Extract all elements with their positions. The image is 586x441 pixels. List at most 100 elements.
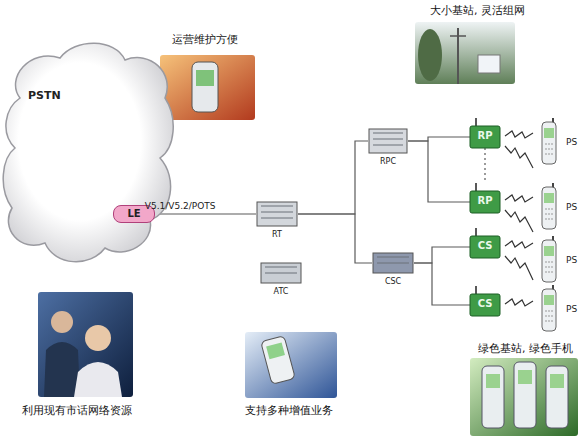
phone-body <box>261 336 296 385</box>
base-station-box <box>470 191 500 213</box>
equipment-slot <box>373 139 403 140</box>
handset-keys <box>545 214 553 215</box>
handset-screen <box>544 193 554 203</box>
phone-node: PS <box>536 285 582 333</box>
phone-node: PS <box>536 118 582 166</box>
handset-body <box>542 122 556 164</box>
node-label: RP <box>470 131 500 141</box>
radio-bolt <box>505 256 533 280</box>
handset-body <box>542 187 556 229</box>
person-head <box>51 311 73 333</box>
rack-node: ATC <box>260 262 302 298</box>
bs-node: RP <box>470 118 500 148</box>
handset-keys <box>545 209 553 210</box>
node-label: PS <box>566 256 577 265</box>
equipment-slot <box>373 145 403 146</box>
handset-icon <box>536 183 562 231</box>
radio-bolt <box>505 299 533 306</box>
equipment-icon <box>368 128 408 154</box>
connector-line <box>414 247 470 263</box>
radio-bolt <box>505 195 533 202</box>
equipment-slot <box>261 206 293 207</box>
phone-body <box>546 366 568 428</box>
connector-line <box>414 263 470 305</box>
handset-screen <box>544 246 554 256</box>
antenna-line <box>475 118 477 126</box>
cloud-outline <box>0 38 178 270</box>
phone-body <box>514 362 536 428</box>
equipment-slot <box>377 257 409 258</box>
equipment-slot <box>261 218 293 219</box>
handset-keys <box>545 311 553 312</box>
antenna-line <box>475 286 477 294</box>
equipment-slot <box>265 267 297 268</box>
photo-green-phones <box>470 358 578 436</box>
equipment-case <box>261 263 301 283</box>
bs-node: RP <box>470 183 500 213</box>
connector-line <box>484 148 485 183</box>
node-label: RT <box>256 231 298 239</box>
cloud-node: PSTNLE <box>0 38 178 270</box>
person-body <box>74 362 122 397</box>
person-body <box>44 342 80 397</box>
photo-background <box>470 358 578 436</box>
phone-node: PS <box>536 236 582 284</box>
base-station-box <box>470 294 500 316</box>
handset-body <box>542 289 556 331</box>
radio-bolt <box>505 131 533 138</box>
bs-node: CS <box>470 228 500 258</box>
rack-node: RPC <box>368 128 408 168</box>
node-label: RP <box>470 196 500 206</box>
photo-value-added <box>245 332 337 398</box>
radio-bolt <box>505 210 533 232</box>
equipment-slot <box>261 212 293 213</box>
connector-line <box>298 214 372 263</box>
node-label: PS <box>566 138 577 147</box>
base-station-box <box>470 236 500 258</box>
photo-caption: 利用现有市话网络资源 <box>22 405 132 416</box>
node-label: PSTN <box>28 90 61 101</box>
handset-keys <box>545 267 553 268</box>
photo-background <box>415 22 515 84</box>
phone-screen <box>196 70 214 86</box>
handset-icon <box>536 236 562 284</box>
node-label: CSC <box>372 278 414 286</box>
photo-background <box>160 55 255 120</box>
cloud-shape <box>3 43 173 261</box>
handset-keys <box>545 154 553 155</box>
radio-bolt <box>505 241 533 248</box>
photo-local-network <box>38 292 133 397</box>
base-station-box <box>470 126 500 148</box>
radio-links <box>505 131 533 306</box>
handset-icon <box>536 118 562 166</box>
phone-screen <box>486 374 500 388</box>
phone-screen <box>266 342 285 359</box>
connector-line <box>155 213 256 214</box>
phone-screen <box>550 374 564 388</box>
equipment-icon <box>372 252 414 274</box>
base-station-box <box>478 55 500 73</box>
antenna-arm <box>450 35 466 37</box>
photo-base-stations <box>415 22 515 84</box>
node-label: PS <box>566 203 577 212</box>
handset-screen <box>544 128 554 138</box>
node-label: CS <box>470 299 500 309</box>
phone-body <box>192 62 218 112</box>
handset-keys <box>545 321 553 322</box>
handset-keys <box>545 144 553 145</box>
handset-keys <box>545 272 553 273</box>
phone-node: PS <box>536 183 582 231</box>
handset-keys <box>545 262 553 263</box>
photo-caption: 支持多种增值业务 <box>245 405 333 416</box>
equipment-case <box>257 202 297 226</box>
antenna-line <box>475 183 477 191</box>
equipment-slot <box>373 133 403 134</box>
photo-background <box>38 292 133 397</box>
node-label: CS <box>470 241 500 251</box>
equipment-icon <box>256 201 298 227</box>
handset-keys <box>545 149 553 150</box>
handset-body <box>542 240 556 282</box>
photo-caption: 绿色基站, 绿色手机 <box>478 343 573 354</box>
connector-line <box>298 141 368 214</box>
